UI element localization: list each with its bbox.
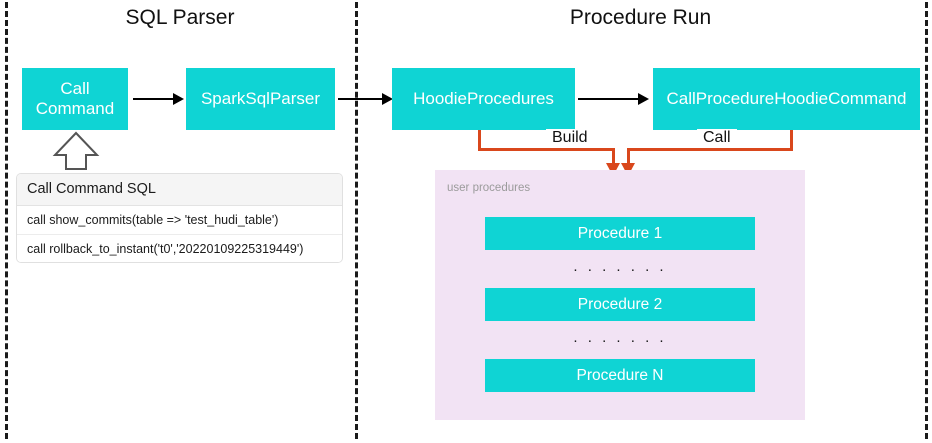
arrow-hoodie-to-callprocedure-line [578, 98, 640, 100]
build-connector-vertical-end [612, 148, 615, 166]
section-title-procedure-run: Procedure Run [569, 6, 712, 29]
call-command-sql-row: call show_commits(table => 'test_hudi_ta… [17, 206, 342, 235]
build-label: Build [546, 129, 594, 147]
arrow-parser-to-hoodie-line [338, 98, 386, 100]
hollow-up-arrow-icon [52, 131, 100, 176]
divider-right [925, 2, 928, 439]
call-command-sql-card: Call Command SQL call show_commits(table… [16, 173, 343, 263]
arrow-call-command-to-parser-head [173, 93, 184, 105]
arrow-call-command-to-parser-line [133, 98, 175, 100]
call-procedure-hoodie-command-box[interactable]: CallProcedureHoodieCommand [653, 68, 920, 130]
call-connector-horizontal [627, 148, 793, 151]
section-title-sql-parser: SQL Parser [125, 6, 235, 29]
call-command-sql-row: call rollback_to_instant('t0','202201092… [17, 235, 342, 262]
user-procedures-label: user procedures [447, 182, 531, 194]
spark-sql-parser-box[interactable]: SparkSqlParser [186, 68, 335, 130]
procedure-ellipsis: . . . . . . . [573, 329, 667, 346]
procedure-box-2[interactable]: Procedure 2 [485, 288, 755, 321]
arrow-hoodie-to-callprocedure-head [638, 93, 649, 105]
build-connector-vertical-start [478, 130, 481, 151]
build-connector-horizontal [478, 148, 615, 151]
procedure-box-n[interactable]: Procedure N [485, 359, 755, 392]
arrow-parser-to-hoodie-head [382, 93, 393, 105]
call-command-box[interactable]: Call Command [22, 68, 128, 130]
procedure-ellipsis: . . . . . . . [573, 258, 667, 275]
call-label: Call [697, 129, 737, 147]
divider-left [5, 2, 8, 439]
call-command-sql-card-header: Call Command SQL [17, 174, 342, 206]
call-connector-vertical-start [790, 130, 793, 151]
procedure-box-1[interactable]: Procedure 1 [485, 217, 755, 250]
divider-middle [355, 2, 358, 439]
hoodie-procedures-box[interactable]: HoodieProcedures [392, 68, 575, 130]
call-connector-vertical-end [627, 148, 630, 166]
